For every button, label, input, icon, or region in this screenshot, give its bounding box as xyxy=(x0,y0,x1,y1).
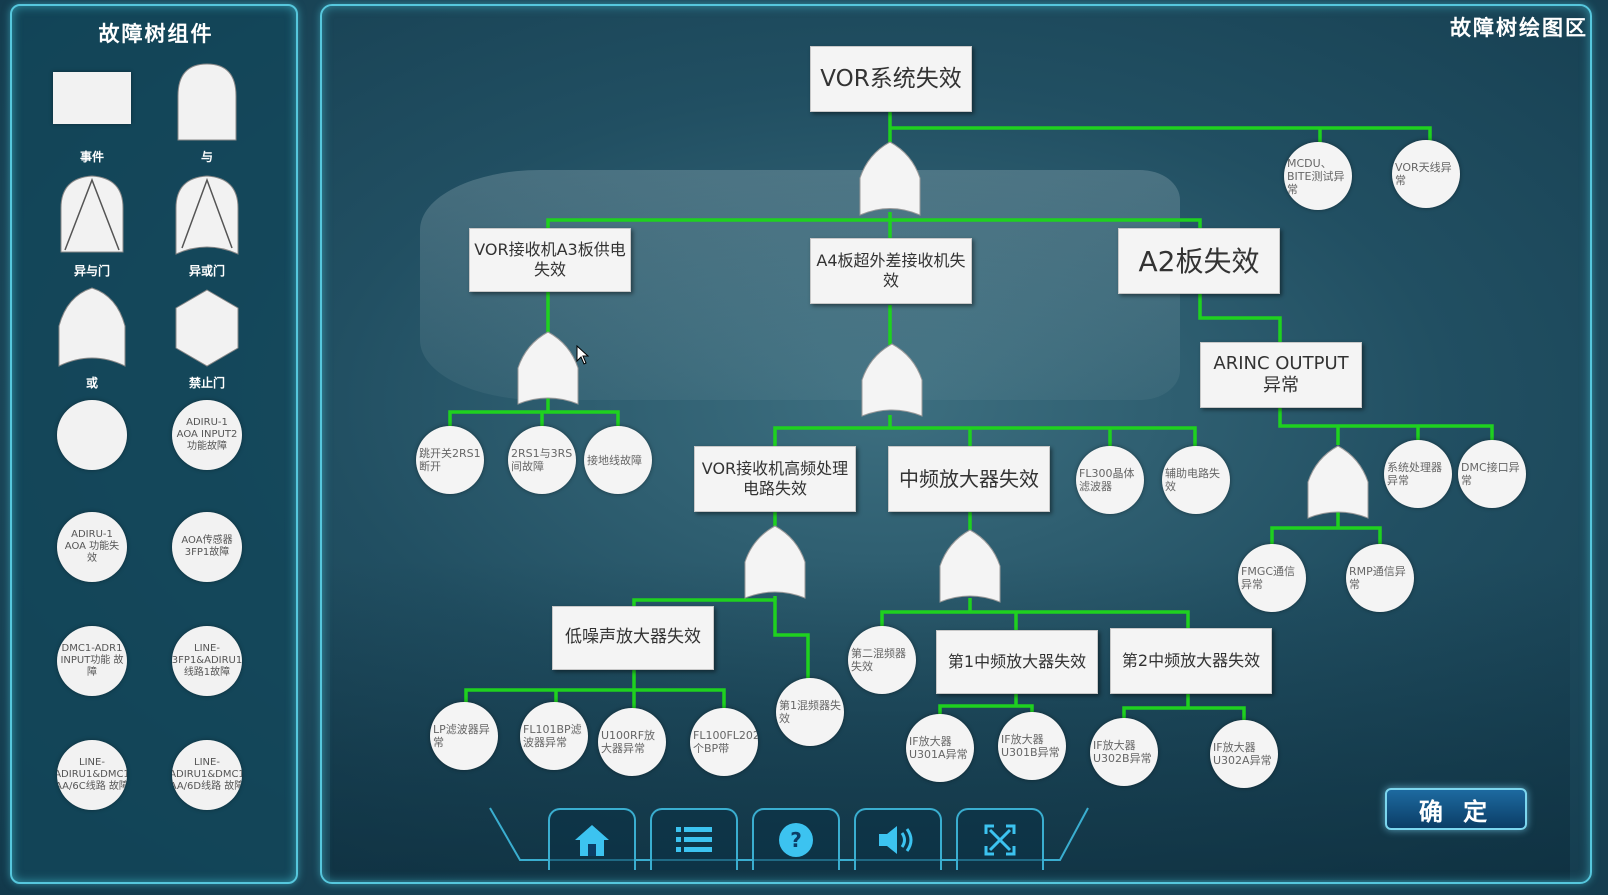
event-ground[interactable]: 接地线故障 xyxy=(584,426,652,494)
event-aux[interactable]: 辅助电路失效 xyxy=(1162,446,1230,514)
palette-basic-event[interactable]: LINE- 3FP1&ADIRU1 线路1故障 xyxy=(172,626,242,696)
event-sw2rs[interactable]: 跳开关2RS1断开 xyxy=(416,426,484,494)
node-a4-box[interactable]: A4板超外差接收机失效 xyxy=(810,238,972,304)
event-u301b[interactable]: IF放大器U301B异常 xyxy=(998,712,1066,780)
xor-gate-icon xyxy=(60,175,124,253)
and-gate-icon xyxy=(177,63,237,141)
list-button[interactable] xyxy=(650,808,738,870)
palette-basic-event[interactable]: ADIRU-1 AOA 功能失效 xyxy=(57,512,127,582)
event-antenna[interactable]: VOR天线异常 xyxy=(1392,140,1460,208)
palette-and-label: 与 xyxy=(200,150,213,164)
palette-basic-event[interactable]: AOA传感器 3FP1故障 xyxy=(172,512,242,582)
or-gate-if xyxy=(939,529,1001,603)
node-if-box[interactable]: 中频放大器失效 xyxy=(888,446,1050,512)
or-gate-top xyxy=(859,141,921,216)
node-a3-box[interactable]: VOR接收机A3板供电失效 xyxy=(469,228,631,292)
list-icon xyxy=(676,827,712,852)
palette-inhibit-label: 禁止门 xyxy=(188,376,225,390)
connector xyxy=(632,598,810,680)
volume-icon xyxy=(879,826,913,854)
event-rmp[interactable]: RMP通信异常 xyxy=(1346,544,1414,612)
palette-basic-event[interactable]: LINE- ADIRU1&DMC1 AA/6D线路 故障 xyxy=(172,740,242,810)
connector xyxy=(1122,706,1246,722)
connector xyxy=(880,610,1190,632)
or-gate-a4 xyxy=(861,343,923,417)
event-mix2[interactable]: 第二混频器失效 xyxy=(848,626,916,694)
fullscreen-button[interactable] xyxy=(956,808,1044,870)
top-event-box[interactable]: VOR系统失效 xyxy=(810,46,972,112)
node-arinc-box[interactable]: ARINC OUTPUT异常 xyxy=(1200,342,1362,408)
palette-title: 故障树组件 xyxy=(98,22,214,46)
connector xyxy=(1198,292,1282,345)
connector xyxy=(890,126,1432,148)
inhibit-gate-icon xyxy=(175,289,239,367)
mouse-cursor-icon xyxy=(576,345,590,365)
palette-basic-event[interactable] xyxy=(57,400,127,470)
home-icon xyxy=(575,825,609,856)
palette-basic-event[interactable]: ADIRU-1 AOA INPUT2 功能故障 xyxy=(172,400,242,470)
or-gate-icon xyxy=(58,287,126,367)
event-fl101[interactable]: FL101BP滤波器异常 xyxy=(520,702,588,770)
palette-xor-label: 异与门 xyxy=(73,264,110,278)
or-gate-a3 xyxy=(517,331,579,405)
palette-xor-gate-2[interactable]: 异或门 xyxy=(152,174,262,278)
palette-xor2-label: 异或门 xyxy=(188,264,225,278)
node-hf-box[interactable]: VOR接收机高频处理电路失效 xyxy=(694,446,856,512)
help-icon: ? xyxy=(779,823,813,857)
volume-button[interactable] xyxy=(854,808,942,870)
node-if2-box[interactable]: 第2中频放大器失效 xyxy=(1110,628,1272,694)
event-rect-shape xyxy=(53,72,131,124)
connector xyxy=(773,426,1197,448)
event-fl300[interactable]: FL300晶体滤波器 xyxy=(1076,446,1144,514)
node-a2-box[interactable]: A2板失效 xyxy=(1118,228,1280,294)
event-sysproc[interactable]: 系统处理器异常 xyxy=(1384,440,1452,508)
component-palette: 故障树组件 事件 与 异与门 异或门 或 禁止门 xyxy=(10,4,298,884)
drawing-area xyxy=(320,4,1592,884)
event-fmgc[interactable]: FMGC通信异常 xyxy=(1238,544,1306,612)
connector xyxy=(464,688,726,712)
palette-basic-event[interactable]: LINE- ADIRU1&DMC1 AA/6C线路 故障 xyxy=(57,740,127,810)
palette-inhibit-gate[interactable]: 禁止门 xyxy=(152,288,262,390)
palette-or-gate[interactable]: 或 xyxy=(37,286,147,390)
event-u302a[interactable]: IF放大器U302A异常 xyxy=(1210,720,1278,788)
palette-and-gate[interactable]: 与 xyxy=(152,62,262,164)
event-fl100[interactable]: FL100FL202个BP带 xyxy=(690,708,758,776)
connector xyxy=(546,218,1202,240)
event-u302b[interactable]: IF放大器U302B异常 xyxy=(1090,718,1158,786)
event-mix1[interactable]: 第1混频器失效 xyxy=(776,678,844,746)
event-u100[interactable]: U100RF放大器异常 xyxy=(598,708,666,776)
connector xyxy=(1270,526,1382,548)
palette-xor-gate[interactable]: 异与门 xyxy=(37,174,147,278)
or-gate-arinc xyxy=(1307,445,1369,519)
help-button[interactable]: ? xyxy=(752,808,840,870)
palette-or-label: 或 xyxy=(85,376,98,390)
node-lna-box[interactable]: 低噪声放大器失效 xyxy=(552,606,714,670)
exclusive-or-gate-icon xyxy=(175,175,239,255)
event-lp[interactable]: LP滤波器异常 xyxy=(430,702,498,770)
bottom-toolbar: ? xyxy=(480,800,1100,880)
or-gate-hf xyxy=(744,525,806,599)
fullscreen-icon xyxy=(984,824,1016,856)
node-if1-box[interactable]: 第1中频放大器失效 xyxy=(936,630,1098,694)
event-rs[interactable]: 2RS1与3RS间故障 xyxy=(508,426,576,494)
home-button[interactable] xyxy=(548,808,636,870)
connector xyxy=(1278,408,1494,448)
event-mcdu[interactable]: MCDU、BITE测试异常 xyxy=(1284,142,1352,210)
confirm-button[interactable]: 确 定 xyxy=(1385,788,1527,830)
event-dmc[interactable]: DMC接口异常 xyxy=(1458,440,1526,508)
palette-basic-event[interactable]: DMC1-ADR1 INPUT功能 故障 xyxy=(57,626,127,696)
palette-event-label: 事件 xyxy=(79,150,104,164)
event-u301a[interactable]: IF放大器U301A异常 xyxy=(906,714,974,782)
drawing-area-title: 故障树绘图区 xyxy=(1450,16,1588,40)
svg-text:?: ? xyxy=(790,828,802,852)
